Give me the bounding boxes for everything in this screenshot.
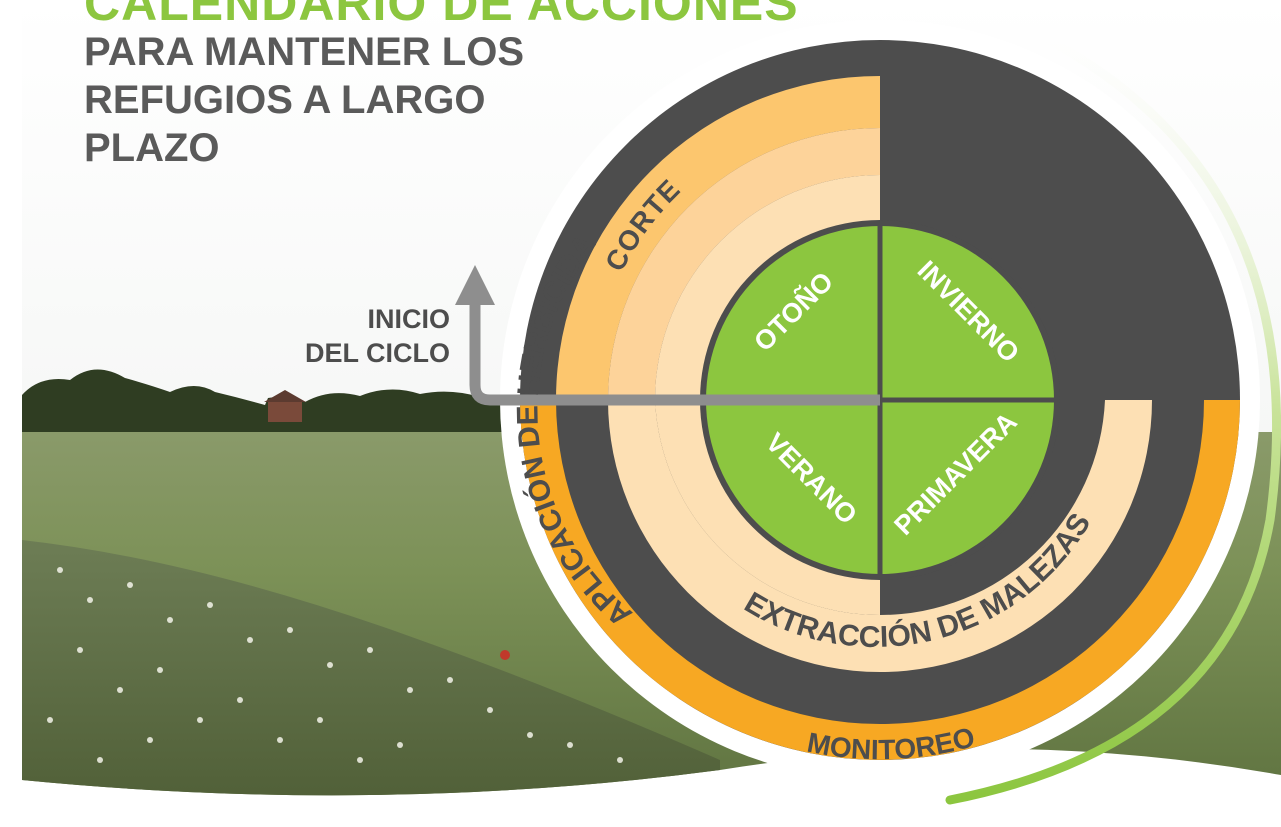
subtitle-line-2: REFUGIOS A LARGO <box>84 78 486 122</box>
monitoring-ring <box>520 400 1240 760</box>
cycle-start-label-line-2: DEL CICLO <box>304 338 450 368</box>
flower-strip <box>22 540 720 796</box>
daisy-dots <box>47 567 623 763</box>
arrow-head-icon <box>455 265 495 305</box>
weeds-ring <box>880 400 1152 672</box>
cycle-start-label: INICIO DEL CICLO <box>270 302 450 370</box>
cutting-ring <box>556 76 880 400</box>
subtitle-line-3: PLAZO <box>84 126 220 170</box>
herbicide-ring-outer <box>608 128 880 400</box>
title-block: CALENDARIO DE ACCIONES PARA MANTENER LOS… <box>84 0 799 172</box>
cycle-start-arrow <box>469 300 880 406</box>
green-swoosh <box>945 7 1281 805</box>
distant-house <box>268 400 302 422</box>
herbicide-ring-lower <box>608 400 880 672</box>
subtitle-line-1: PARA MANTENER LOS <box>84 30 524 74</box>
page-title: CALENDARIO DE ACCIONES <box>84 0 799 31</box>
cycle-start-label-line-1: INICIO <box>367 304 450 334</box>
